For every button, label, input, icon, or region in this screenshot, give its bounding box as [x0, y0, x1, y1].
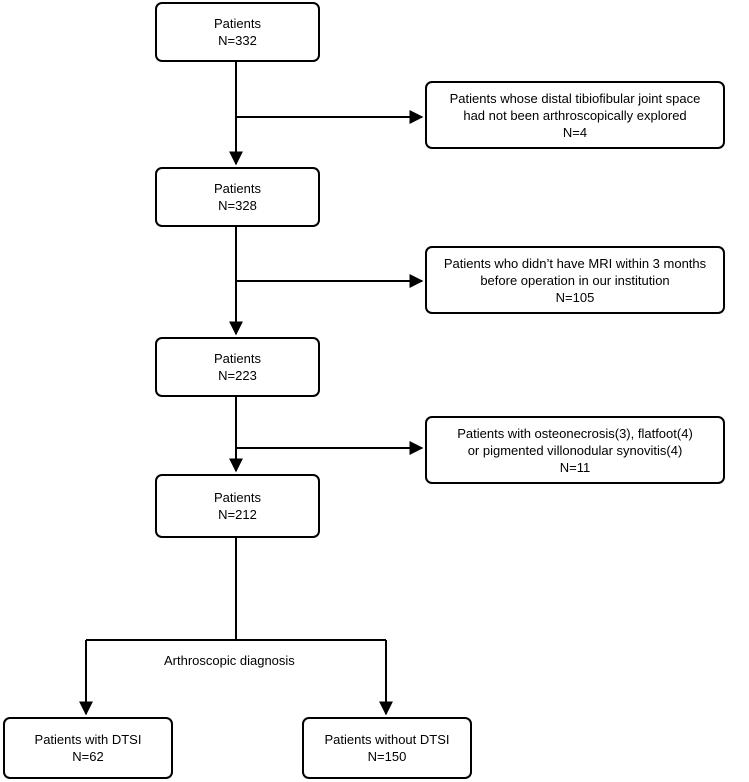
exclusion-box-2: Patients who didn’t have MRI within 3 mo… [425, 246, 725, 314]
step-label: Patients [214, 490, 261, 505]
step-count: N=223 [218, 368, 257, 383]
outcome-label: Patients without DTSI [324, 732, 450, 747]
exclusion-line-2: before operation in our institution [480, 272, 670, 288]
step-count: N=332 [218, 33, 257, 48]
step-label: Patients [214, 181, 261, 196]
outcome-box-with-dtsi: Patients with DTSI N=62 [3, 717, 173, 779]
step-count: N=328 [218, 198, 257, 213]
exclusion-count: N=105 [555, 289, 595, 305]
step-count: N=212 [218, 507, 257, 522]
step-box-2: Patients N=328 [155, 167, 320, 227]
step-label: Patients [214, 351, 261, 366]
step-box-4: Patients N=212 [155, 474, 320, 538]
exclusion-line-1: Patients with osteonecrosis(3), flatfoot… [457, 425, 693, 441]
exclusion-line-2: had not been arthroscopically explored [463, 107, 687, 123]
outcome-label: Patients with DTSI [34, 732, 142, 747]
step-label: Patients [214, 16, 261, 31]
exclusion-box-3: Patients with osteonecrosis(3), flatfoot… [425, 416, 725, 484]
exclusion-count: N=4 [562, 124, 588, 140]
outcome-count: N=150 [367, 749, 407, 764]
exclusion-box-1: Patients whose distal tibiofibular joint… [425, 81, 725, 149]
step-box-1: Patients N=332 [155, 2, 320, 62]
exclusion-line-1: Patients whose distal tibiofibular joint… [449, 90, 701, 106]
outcome-box-without-dtsi: Patients without DTSI N=150 [302, 717, 472, 779]
outcome-count: N=62 [72, 749, 104, 764]
exclusion-line-2: or pigmented villonodular synovitis(4) [467, 442, 683, 458]
exclusion-line-1: Patients who didn’t have MRI within 3 mo… [443, 255, 707, 271]
split-label: Arthroscopic diagnosis [158, 652, 301, 669]
exclusion-count: N=11 [559, 459, 591, 475]
step-box-3: Patients N=223 [155, 337, 320, 397]
